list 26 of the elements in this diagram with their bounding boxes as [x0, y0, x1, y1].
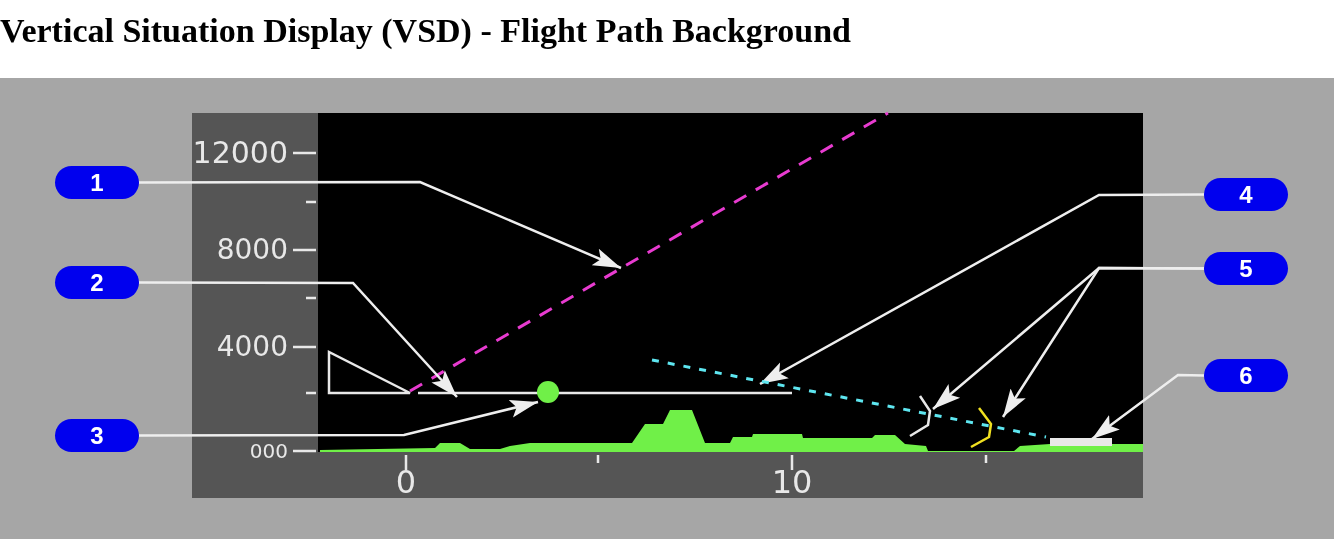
axis-tick-label: 0	[394, 466, 418, 498]
leader-line	[759, 193, 1204, 386]
leader-line	[1001, 266, 1204, 418]
axis-tick-label: 10	[770, 466, 814, 498]
position-dot	[537, 381, 559, 403]
leader-line	[139, 399, 539, 437]
chevron-symbol	[970, 407, 993, 449]
axis-tick-label: 4000	[215, 333, 288, 361]
title: Vertical Situation Display (VSD) - Flight Path Background	[0, 12, 852, 50]
leader-line	[139, 180, 622, 270]
axis-tick-label: 8000	[215, 236, 288, 264]
callout-number: 4	[1204, 178, 1288, 211]
axis-tick-label: 12000	[191, 138, 288, 168]
callout-number: 6	[1204, 359, 1288, 392]
callout-number: 3	[55, 419, 139, 452]
descent-path-line	[651, 358, 1047, 439]
altitude-line	[418, 391, 792, 395]
callout-number: 5	[1204, 252, 1288, 285]
leader-line	[139, 281, 458, 398]
aircraft-symbol	[327, 349, 412, 395]
callout-number: 2	[55, 266, 139, 299]
flight-path-line	[409, 111, 889, 393]
leader-line	[1091, 373, 1205, 440]
callout-number: 1	[55, 166, 139, 199]
runway-bar	[1050, 438, 1112, 446]
axis-tick-label: 000	[248, 441, 288, 461]
